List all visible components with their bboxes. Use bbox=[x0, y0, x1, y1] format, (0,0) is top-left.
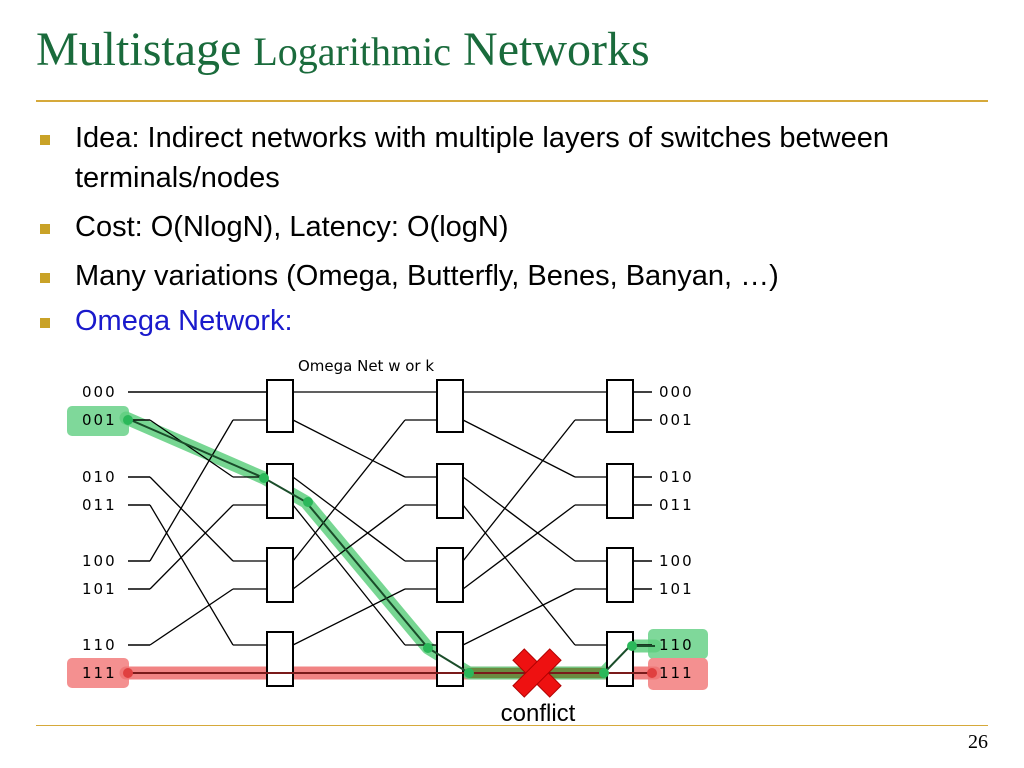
switch-column-1 bbox=[266, 379, 294, 687]
switch-box bbox=[266, 463, 294, 519]
title-part-3: Networks bbox=[451, 23, 650, 76]
title-part-1: Multistage bbox=[36, 23, 254, 76]
green-path bbox=[119, 411, 662, 680]
output-label: 100 bbox=[659, 552, 694, 570]
output-label: 010 bbox=[659, 468, 694, 486]
title-divider bbox=[36, 100, 988, 102]
page-number: 26 bbox=[968, 731, 988, 753]
bullet-list: Idea: Indirect networks with multiple la… bbox=[40, 118, 940, 350]
shuffle-stage-1 bbox=[149, 419, 267, 646]
bullet-square-icon bbox=[40, 135, 50, 145]
switch-box bbox=[266, 631, 294, 687]
switch-box bbox=[606, 547, 634, 603]
bullet-text: Omega Network: bbox=[75, 305, 293, 337]
switch-box bbox=[606, 463, 634, 519]
output-label: 111 bbox=[659, 664, 694, 682]
output-label: 011 bbox=[659, 496, 694, 514]
source-highlight-001 bbox=[67, 406, 129, 436]
source-highlight-111 bbox=[67, 658, 129, 688]
conflict-label: conflict bbox=[501, 700, 576, 727]
bullet-text: Cost: O(NlogN), Latency: O(logN) bbox=[75, 211, 509, 243]
bullet-square-icon bbox=[40, 224, 50, 234]
title-part-2: Logarithmic bbox=[253, 29, 452, 74]
input-labels: 000 001 010 011 100 101 110 111 bbox=[82, 383, 117, 682]
bullet-square-icon bbox=[40, 318, 50, 328]
input-label: 100 bbox=[82, 552, 117, 570]
shuffle-stage-3 bbox=[462, 391, 607, 674]
output-label: 110 bbox=[659, 636, 694, 654]
input-label: 010 bbox=[82, 468, 117, 486]
footer-divider bbox=[36, 725, 988, 726]
bullet-item-omega: Omega Network: bbox=[40, 301, 940, 341]
dest-highlight-111 bbox=[648, 658, 708, 690]
switch-box bbox=[266, 379, 294, 433]
switch-box bbox=[436, 547, 464, 603]
bullet-text: Idea: Indirect networks with multiple la… bbox=[75, 122, 889, 194]
input-label: 011 bbox=[82, 496, 117, 514]
bullet-item-idea: Idea: Indirect networks with multiple la… bbox=[40, 118, 940, 198]
route-dots bbox=[123, 415, 657, 678]
input-label: 000 bbox=[82, 383, 117, 401]
bullet-square-icon bbox=[40, 273, 50, 283]
dest-highlight-110 bbox=[648, 629, 708, 659]
bullet-item-variations: Many variations (Omega, Butterfly, Benes… bbox=[40, 256, 940, 296]
switch-box bbox=[436, 379, 464, 433]
switch-box bbox=[436, 631, 464, 687]
diagram-caption: Omega Net w or k bbox=[298, 357, 434, 375]
bullet-item-cost: Cost: O(NlogN), Latency: O(logN) bbox=[40, 207, 940, 247]
slide-title: Multistage Logarithmic Networks bbox=[36, 22, 650, 77]
output-labels: 000 001 010 011 100 101 110 111 bbox=[659, 383, 694, 682]
green-path-centerline bbox=[125, 417, 655, 674]
switch-column-3 bbox=[606, 379, 634, 687]
input-label: 001 bbox=[82, 411, 117, 429]
switch-column-2 bbox=[436, 379, 464, 687]
input-label: 101 bbox=[82, 580, 117, 598]
input-label: 111 bbox=[82, 664, 117, 682]
switch-box bbox=[436, 463, 464, 519]
switch-box bbox=[606, 379, 634, 433]
output-label: 000 bbox=[659, 383, 694, 401]
output-label: 101 bbox=[659, 580, 694, 598]
output-label: 001 bbox=[659, 411, 694, 429]
input-label: 110 bbox=[82, 636, 117, 654]
switch-box bbox=[606, 631, 634, 687]
conflict-x-icon bbox=[512, 648, 562, 698]
bullet-text: Many variations (Omega, Butterfly, Benes… bbox=[75, 260, 779, 292]
switch-box bbox=[266, 547, 294, 603]
